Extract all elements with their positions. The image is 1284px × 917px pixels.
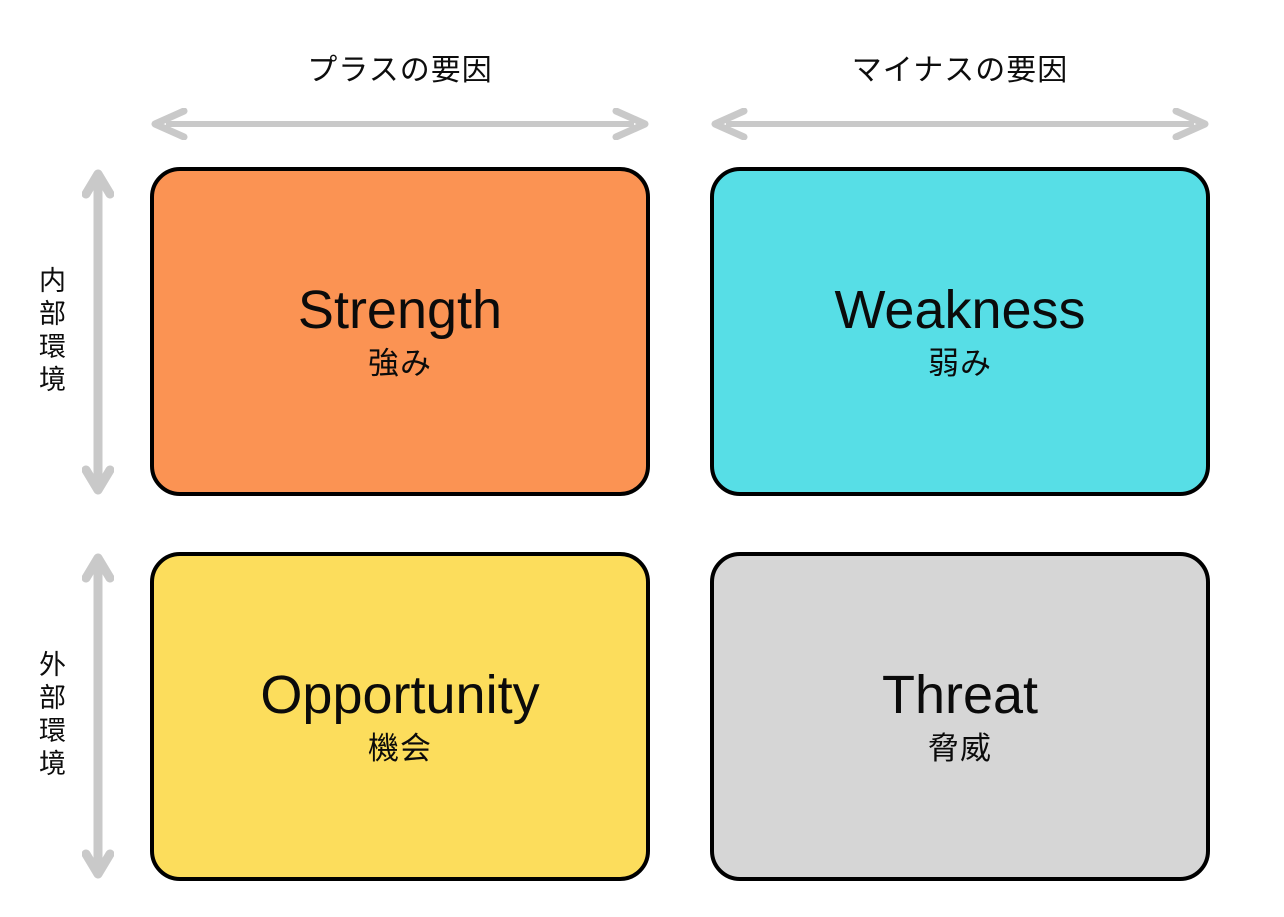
quadrant-title-opportunity: Opportunity [260,664,540,725]
quadrant-threat[interactable]: Threat 脅威 [710,552,1210,881]
row-label-internal: 内部環境 [35,266,65,398]
quadrant-subtitle-opportunity: 機会 [368,731,432,767]
quadrant-opportunity[interactable]: Opportunity 機会 [150,552,650,881]
quadrant-title-strength: Strength [297,279,503,340]
quadrant-subtitle-strength: 強み [368,346,432,382]
horizontal-double-arrow-positive [150,108,650,140]
quadrant-title-weakness: Weakness [834,279,1086,340]
vertical-double-arrow-internal [82,168,114,496]
column-header-positive: プラスの要因 [307,54,493,87]
quadrant-title-threat: Threat [881,664,1039,725]
vertical-double-arrow-external [82,552,114,880]
quadrant-strength[interactable]: Strength 強み [150,167,650,496]
column-header-negative: マイナスの要因 [851,54,1069,87]
quadrant-weakness[interactable]: Weakness 弱み [710,167,1210,496]
quadrant-subtitle-weakness: 弱み [928,346,992,382]
horizontal-double-arrow-negative [710,108,1210,140]
row-label-external: 外部環境 [35,650,65,782]
quadrant-subtitle-threat: 脅威 [928,731,992,767]
